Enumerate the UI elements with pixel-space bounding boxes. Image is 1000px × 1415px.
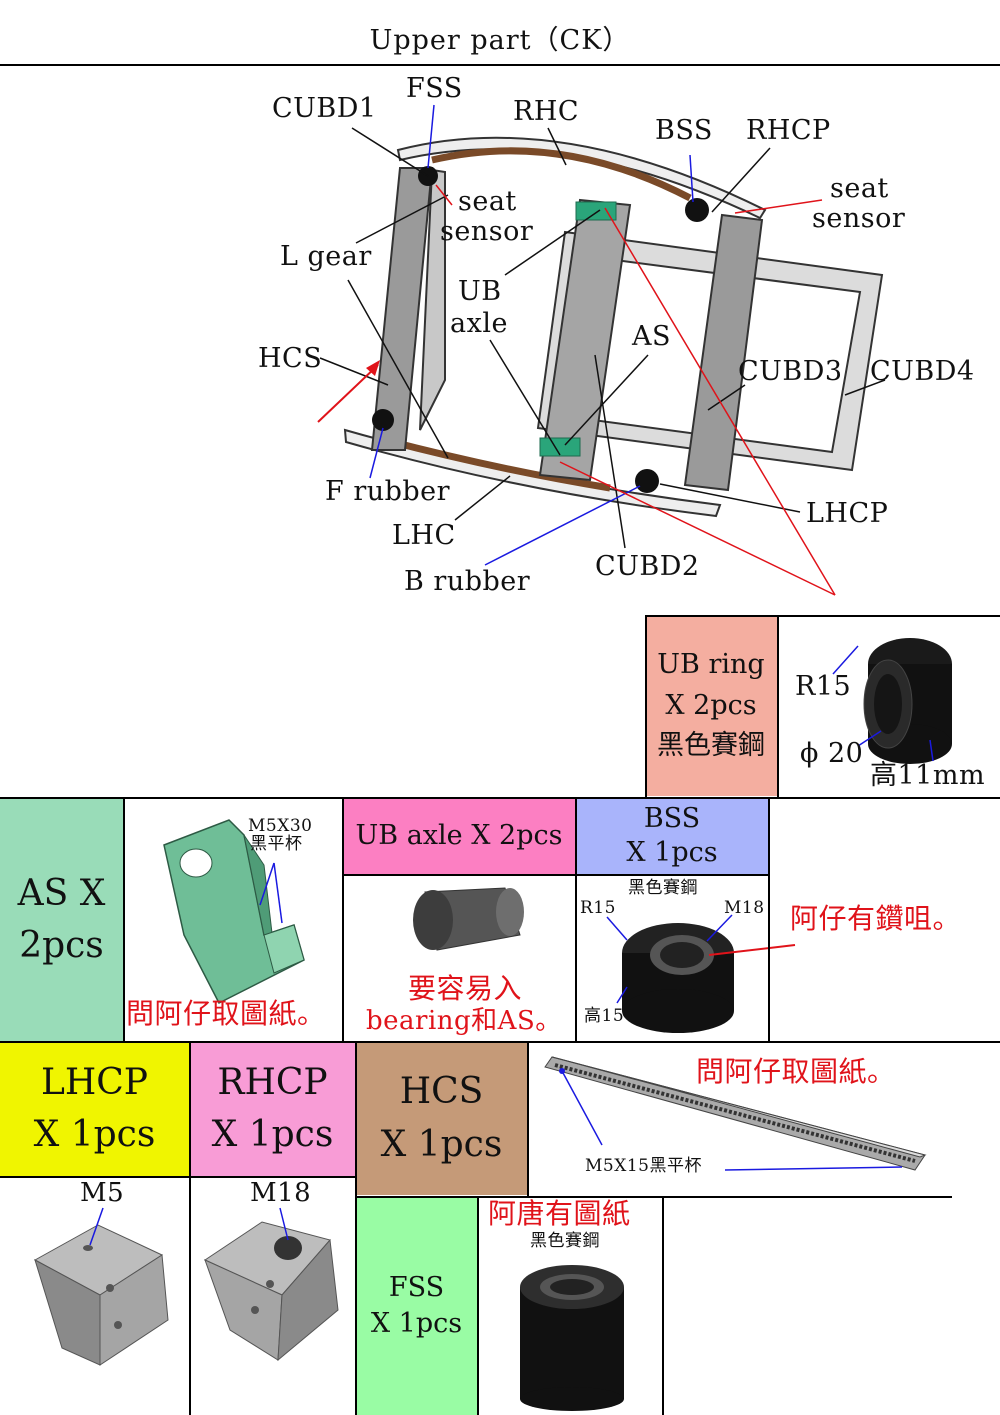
label-lhcp: LHCP <box>806 498 889 529</box>
label-rhcp: RHCP <box>746 115 831 146</box>
rhcp-thread: M18 <box>250 1178 312 1208</box>
grid-line <box>356 1196 952 1198</box>
ub-ring-illustration <box>832 638 952 764</box>
bss-qty: X 1pcs <box>626 837 718 868</box>
grid-line <box>342 797 344 1042</box>
as-screw-type: 黑平杯 <box>250 834 303 854</box>
bss-material: 黑色賽鋼 <box>628 878 698 898</box>
fss-note: 阿唐有圖紙 <box>488 1197 631 1230</box>
as-illustration <box>163 819 305 1005</box>
grid-line <box>477 1196 479 1415</box>
grid-line <box>645 615 1000 617</box>
page-title: Upper part（CK） <box>369 25 631 56</box>
fss-label: FSS <box>388 1271 445 1303</box>
ub-axle-illustration <box>413 887 524 951</box>
bss-note: 阿仔有鑽咀。 <box>790 902 962 935</box>
ub-axle-header: UB axle X 2pcs <box>343 798 575 874</box>
grid-line <box>527 1041 529 1196</box>
grid-line <box>0 1176 356 1178</box>
label-bss: BSS <box>655 115 713 146</box>
rhcp-illustration <box>203 1207 339 1362</box>
label-cubd3: CUBD3 <box>738 356 843 387</box>
hcs-note: 問阿仔取圖紙。 <box>696 1055 896 1088</box>
assembly-drawing <box>317 104 886 596</box>
rhcp-header: RHCP X 1pcs <box>190 1042 355 1176</box>
lhcp-thread: M5 <box>80 1178 125 1208</box>
grid-line <box>645 615 647 798</box>
label-b-rubber: B rubber <box>404 566 531 597</box>
lhcp-label: LHCP <box>40 1061 149 1103</box>
hcs-header: HCS X 1pcs <box>356 1042 527 1195</box>
grid-line <box>662 1196 664 1415</box>
lhcp-illustration <box>33 1207 169 1366</box>
rhcp-qty: X 1pcs <box>211 1114 334 1155</box>
grid-line <box>0 797 1000 799</box>
ub-ring-label: UB ring <box>657 649 765 681</box>
as-qty: 2pcs <box>19 925 104 966</box>
ub-axle-label: UB axle X 2pcs <box>355 819 563 851</box>
label-lhc: LHC <box>392 520 456 551</box>
as-screw-spec: M5X30 <box>248 816 313 836</box>
label-ub-axle-2: axle <box>450 308 508 339</box>
hcs-qty: X 1pcs <box>380 1123 503 1165</box>
fss-header: FSS X 1pcs <box>356 1197 477 1415</box>
title-divider <box>0 64 1000 66</box>
ub-ring-qty: X 2pcs <box>665 689 757 721</box>
label-as: AS <box>632 321 671 352</box>
label-l-gear: L gear <box>280 241 372 272</box>
hcs-illustration <box>544 1056 927 1171</box>
grid-line <box>355 1041 357 1415</box>
label-cubd4: CUBD4 <box>870 356 975 387</box>
bss-header: BSS X 1pcs <box>576 798 768 874</box>
label-f-rubber: F rubber <box>325 476 451 507</box>
bss-dim-m: M18 <box>724 898 765 918</box>
grid-line <box>0 1041 1000 1043</box>
label-rhc: RHC <box>513 96 580 127</box>
label-seat-sensor-1a: seat <box>458 186 517 217</box>
ub-ring-dim-r: R15 <box>795 671 852 702</box>
label-fss: FSS <box>406 73 463 104</box>
grid-line <box>189 1041 191 1415</box>
grid-line <box>768 797 770 1042</box>
label-seat-sensor-1b: sensor <box>440 216 534 247</box>
label-ub-axle-1: UB <box>458 276 502 307</box>
ub-ring-material: 黑色賽鋼 <box>657 730 765 762</box>
fss-material: 黑色賽鋼 <box>530 1231 600 1251</box>
bss-illustration <box>606 914 796 1033</box>
bss-dim-r: R15 <box>580 898 616 918</box>
fss-qty: X 1pcs <box>370 1308 463 1339</box>
grid-line <box>123 797 125 1042</box>
ub-ring-dim-h: 高11mm <box>870 760 986 791</box>
as-note: 問阿仔取圖紙。 <box>126 997 326 1030</box>
lhcp-qty: X 1pcs <box>33 1114 156 1155</box>
bss-dim-h: 高15 <box>584 1006 625 1026</box>
label-cubd2: CUBD2 <box>595 551 700 582</box>
ub-ring-dim-phi: ϕ 20 <box>800 738 864 769</box>
fss-illustration <box>520 1265 624 1411</box>
as-header: AS X 2pcs <box>0 798 123 1042</box>
hcs-screw: M5X15黑平杯 <box>585 1156 702 1176</box>
grid-line <box>343 874 769 876</box>
rhcp-label: RHCP <box>217 1061 328 1103</box>
label-seat-sensor-2b: sensor <box>812 203 906 234</box>
ub-axle-note-2: bearing和AS。 <box>366 1006 562 1036</box>
ub-axle-note-1: 要容易入 <box>408 972 523 1005</box>
ub-ring-header: UB ring X 2pcs 黑色賽鋼 <box>645 616 777 796</box>
label-hcs: HCS <box>258 343 323 374</box>
as-label: AS X <box>17 872 106 914</box>
bss-label: BSS <box>643 803 701 835</box>
label-seat-sensor-2a: seat <box>830 173 889 204</box>
hcs-label: HCS <box>399 1071 484 1113</box>
lhcp-header: LHCP X 1pcs <box>0 1042 189 1176</box>
label-cubd1: CUBD1 <box>272 93 377 124</box>
grid-line <box>575 797 577 1042</box>
grid-line <box>777 615 779 798</box>
